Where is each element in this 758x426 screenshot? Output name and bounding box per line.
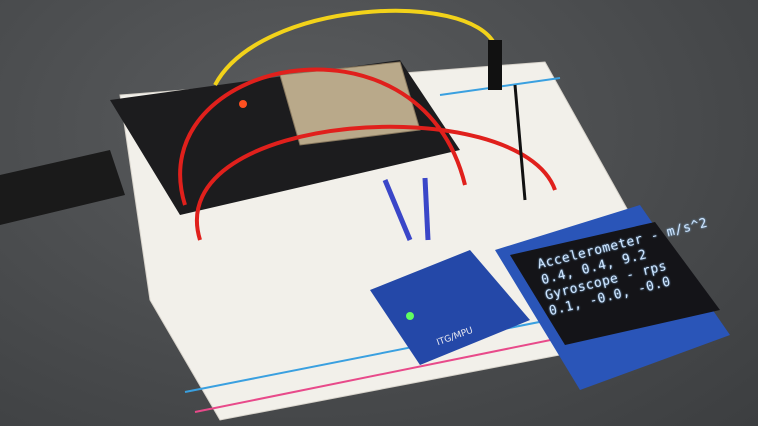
blue-wire-1 [382,179,413,241]
mpu6050-module [370,250,530,365]
rail-line-blue [184,311,591,393]
mpu-led [406,312,414,320]
black-wire-header [488,40,502,90]
red-wire-2 [195,124,557,241]
blue-wire-2 [422,177,431,241]
yellow-wire [213,8,497,86]
rail-line-red [194,329,601,413]
usb-cable [0,150,125,225]
red-wire-1 [178,67,467,206]
oled-screen [510,222,720,345]
black-wire [513,84,527,201]
power-led [239,100,247,108]
